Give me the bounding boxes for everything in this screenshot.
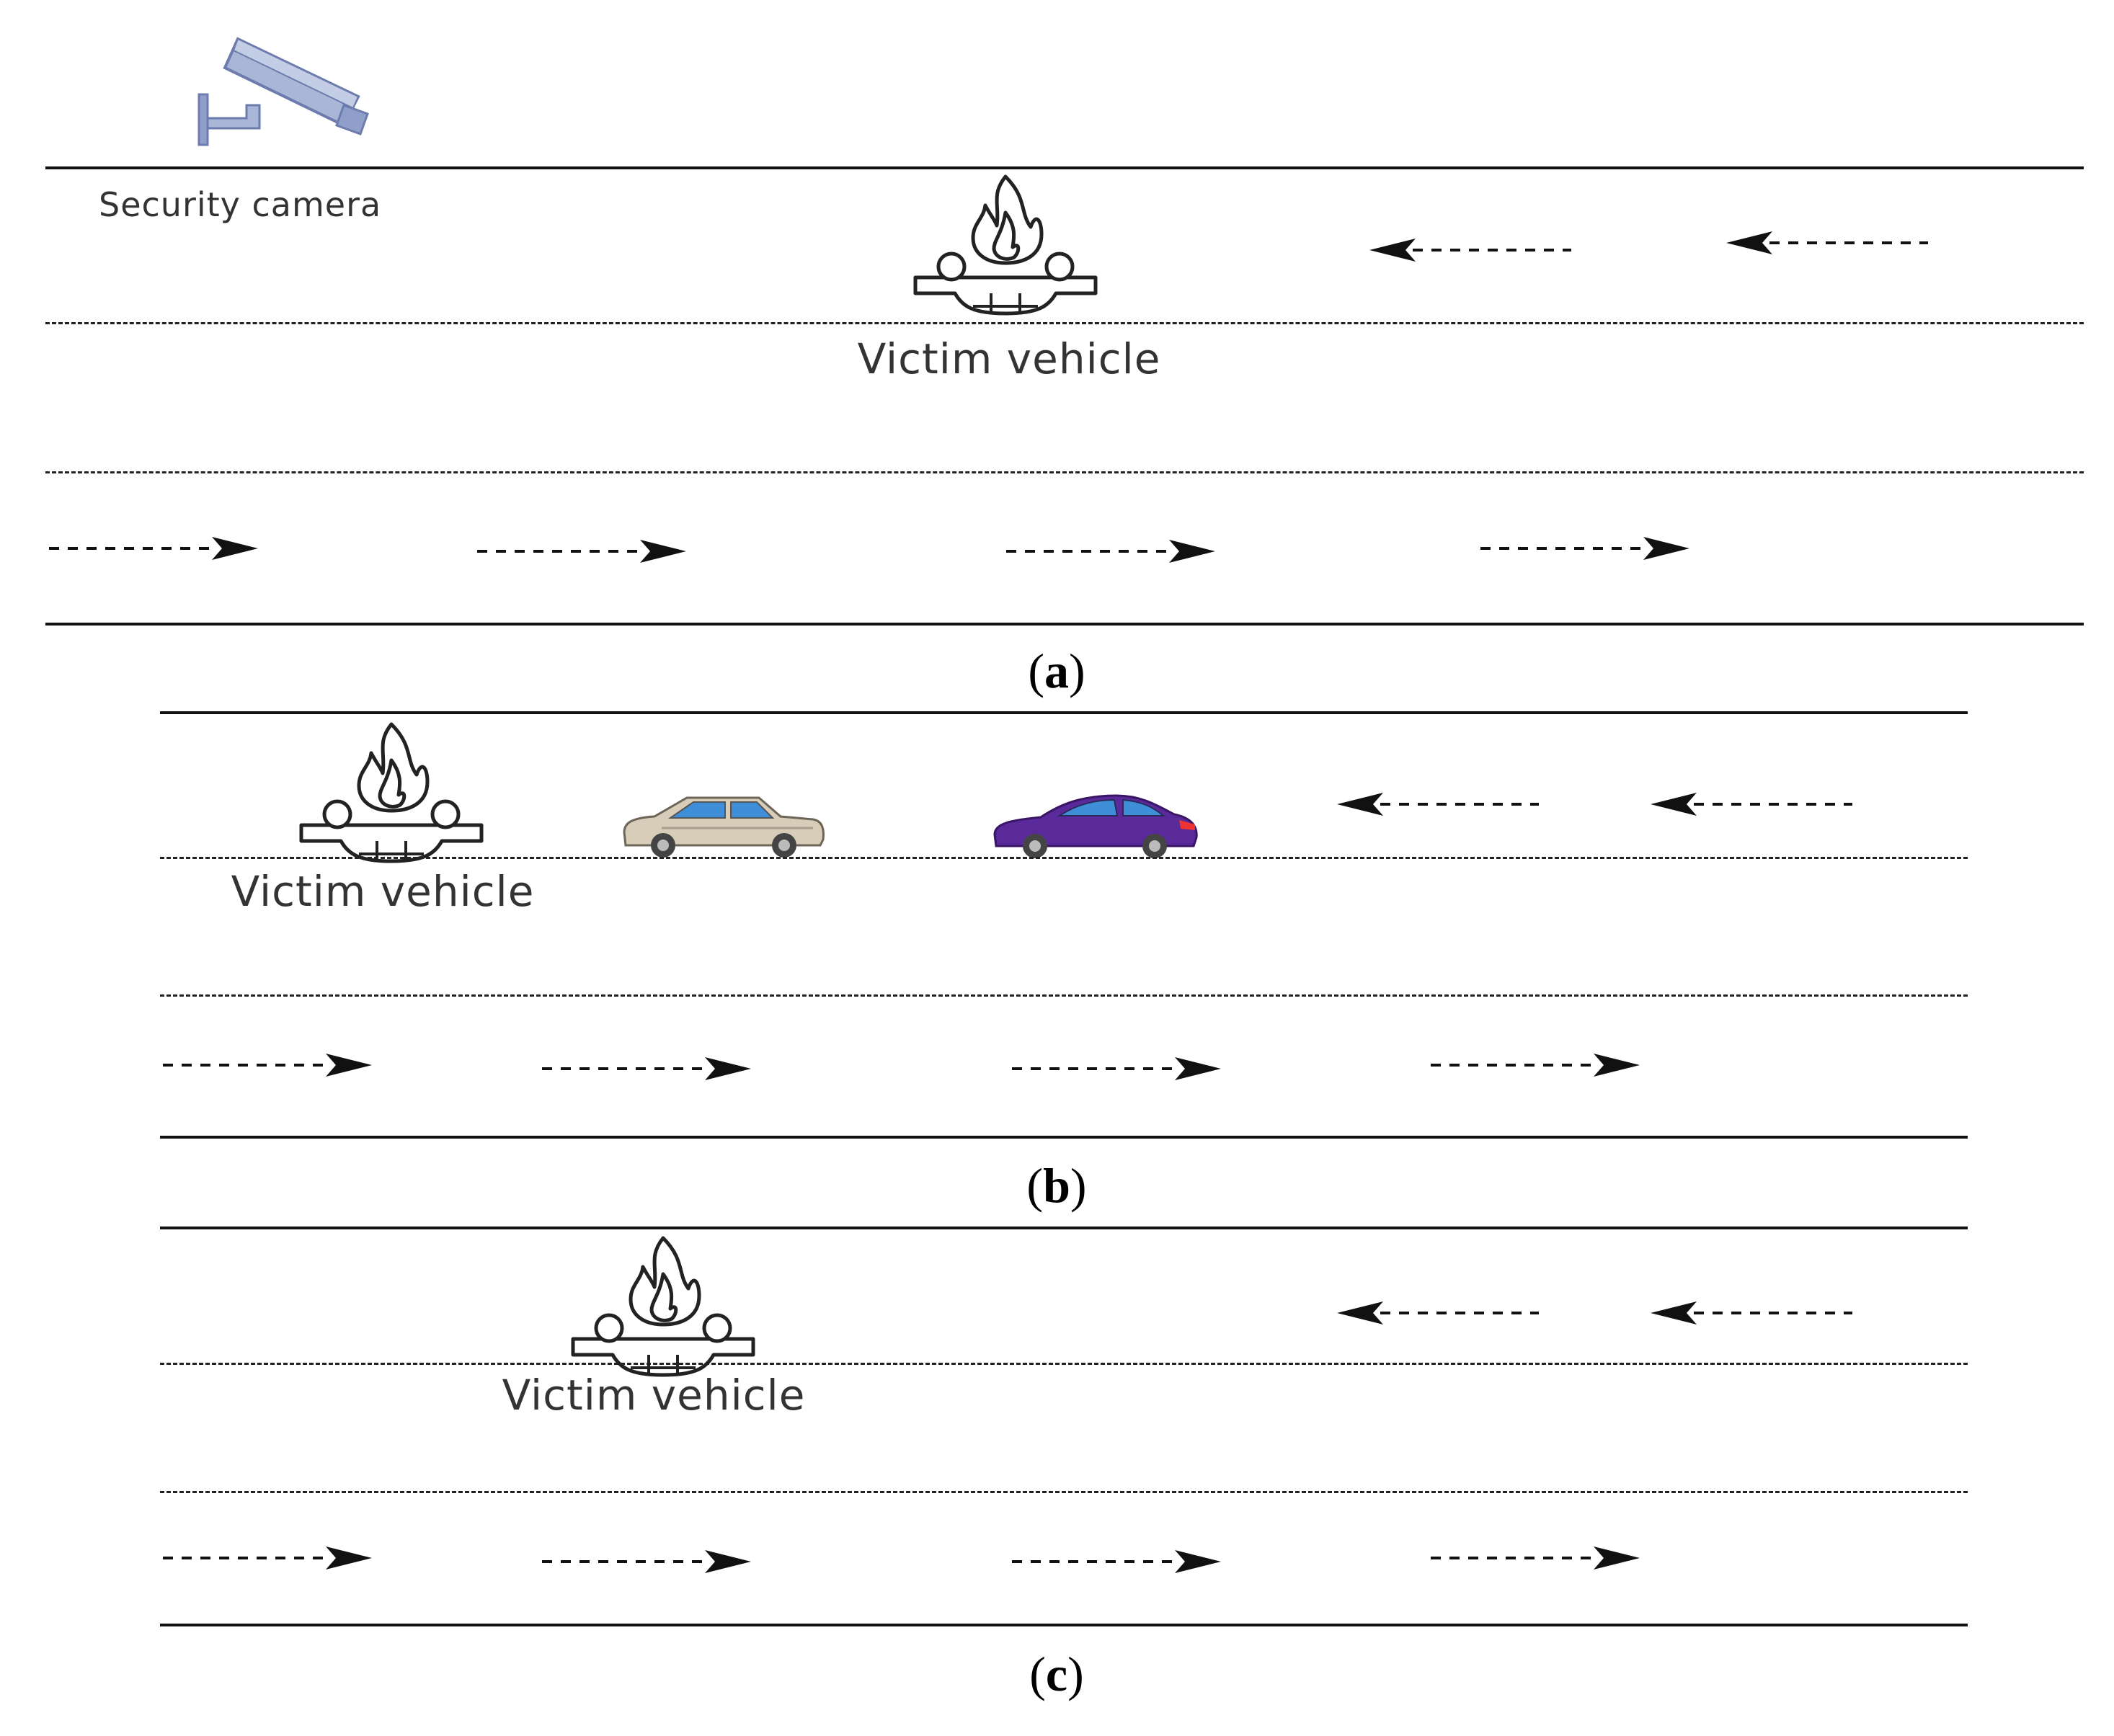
arrow-right-icon (1012, 1547, 1221, 1576)
panel-a: Security camera Victim vehicle (a) (0, 0, 2114, 713)
road-edge-top (45, 166, 2084, 169)
panel-caption: (b) (1026, 1158, 1087, 1213)
burning-vehicle-icon (562, 1224, 764, 1382)
arrow-right-icon (542, 1547, 751, 1576)
road-edge-bottom (45, 623, 2084, 626)
road-edge-top (160, 1227, 1968, 1229)
arrow-right-icon (1431, 1544, 1640, 1572)
panel-caption-letter: c (1045, 1647, 1068, 1701)
arrow-right-icon (163, 1544, 372, 1572)
panel-b: Victim vehicle (b) (160, 711, 1968, 1213)
arrow-left-icon (1651, 1299, 1852, 1327)
panel-caption-letter: a (1044, 644, 1069, 698)
lane-divider (160, 1491, 1968, 1493)
road-edge-bottom (160, 1136, 1968, 1139)
panel-caption: (c) (1029, 1647, 1084, 1701)
road-edge-bottom (160, 1624, 1968, 1626)
lane-divider (45, 322, 2084, 324)
security-camera-label: Security camera (99, 185, 382, 224)
lane-divider (160, 1363, 1968, 1365)
panel-caption: (a) (1028, 644, 1085, 698)
victim-vehicle-label: Victim vehicle (857, 334, 1161, 383)
lane-divider (160, 994, 1968, 997)
arrow-left-icon (1337, 1299, 1539, 1327)
victim-vehicle-label: Victim vehicle (231, 867, 535, 916)
victim-vehicle-label: Victim vehicle (502, 1371, 806, 1420)
lane-divider (45, 471, 2084, 473)
lane-divider (160, 857, 1968, 859)
road-edge-top (160, 711, 1968, 714)
panel-caption-letter: b (1043, 1158, 1070, 1213)
